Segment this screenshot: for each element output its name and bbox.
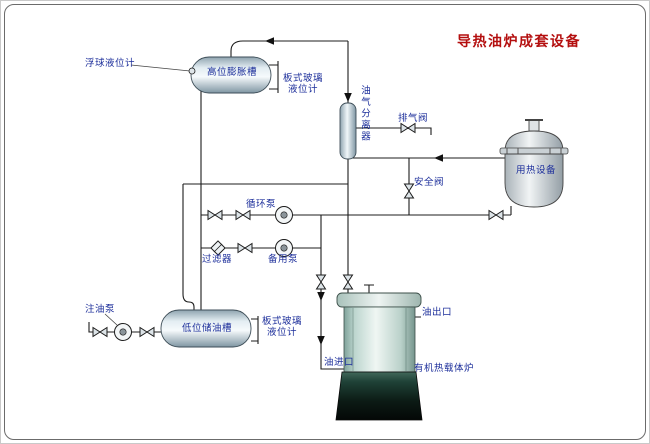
furnace-top-flange: [336, 292, 422, 308]
label-line: 液位计: [288, 84, 319, 95]
label-furnace: 有机热载体炉: [414, 363, 475, 374]
label-oil-gas-separator: 油气分离器: [359, 85, 370, 143]
oil-gas-separator: [339, 102, 357, 160]
exhaust-valve-icon: [400, 123, 416, 133]
label-injection-pump: 注油泵: [85, 304, 116, 315]
valve-icon: [207, 210, 223, 220]
flow-arrow-down: [317, 292, 325, 301]
label-backup-pump: 备用泵: [268, 254, 299, 265]
valve-icon: [139, 327, 155, 337]
diagram-title: 导热油炉成套设备: [457, 33, 581, 49]
circulation-pump-icon: [275, 206, 293, 224]
flow-arrow-left: [434, 154, 443, 162]
label-circulation-pump: 循环泵: [246, 199, 277, 210]
valve-icon: [343, 274, 353, 290]
label-plate-glass-gauge-low: 板式玻璃 液位计: [262, 316, 302, 338]
flow-arrow-down: [344, 93, 352, 102]
label-line: 板式玻璃: [283, 73, 324, 84]
filter-icon: [210, 240, 226, 256]
label-safety-valve: 安全阀: [414, 177, 445, 188]
label-line: 板式玻璃: [262, 316, 303, 327]
injection-pump-icon: [114, 323, 132, 341]
float-gauge-fitting: [188, 67, 196, 75]
valve-icon: [235, 210, 251, 220]
valve-icon: [316, 274, 326, 290]
label-line: 液位计: [267, 327, 298, 338]
furnace-base: [335, 371, 423, 421]
vessel-top-nozzle: [528, 119, 540, 132]
safety-valve-icon: [404, 183, 414, 199]
label-exhaust-valve: 排气阀: [398, 113, 429, 124]
label-oil-outlet: 油出口: [422, 307, 453, 318]
valve-icon: [488, 210, 504, 220]
label-high-expansion-tank: 高位膨胀槽: [207, 67, 258, 78]
flow-arrow-down: [317, 336, 325, 345]
label-plate-glass-gauge-high: 板式玻璃 液位计: [283, 73, 323, 95]
flow-arrow-left: [265, 37, 274, 45]
valve-icon: [237, 243, 253, 253]
vessel-flange: [499, 147, 569, 155]
label-low-storage-tank: 低位储油槽: [182, 323, 233, 334]
label-float-level-gauge: 浮球液位计: [85, 58, 136, 69]
label-heat-equipment: 用热设备: [516, 165, 557, 176]
heat-equipment-vessel: [499, 119, 569, 208]
label-filter: 过滤器: [202, 254, 233, 265]
furnace-body: [335, 292, 423, 421]
low-storage-tank: [160, 309, 252, 348]
valve-icon: [92, 327, 108, 337]
high-expansion-tank: [188, 56, 272, 94]
label-oil-inlet: 油进口: [324, 357, 355, 368]
